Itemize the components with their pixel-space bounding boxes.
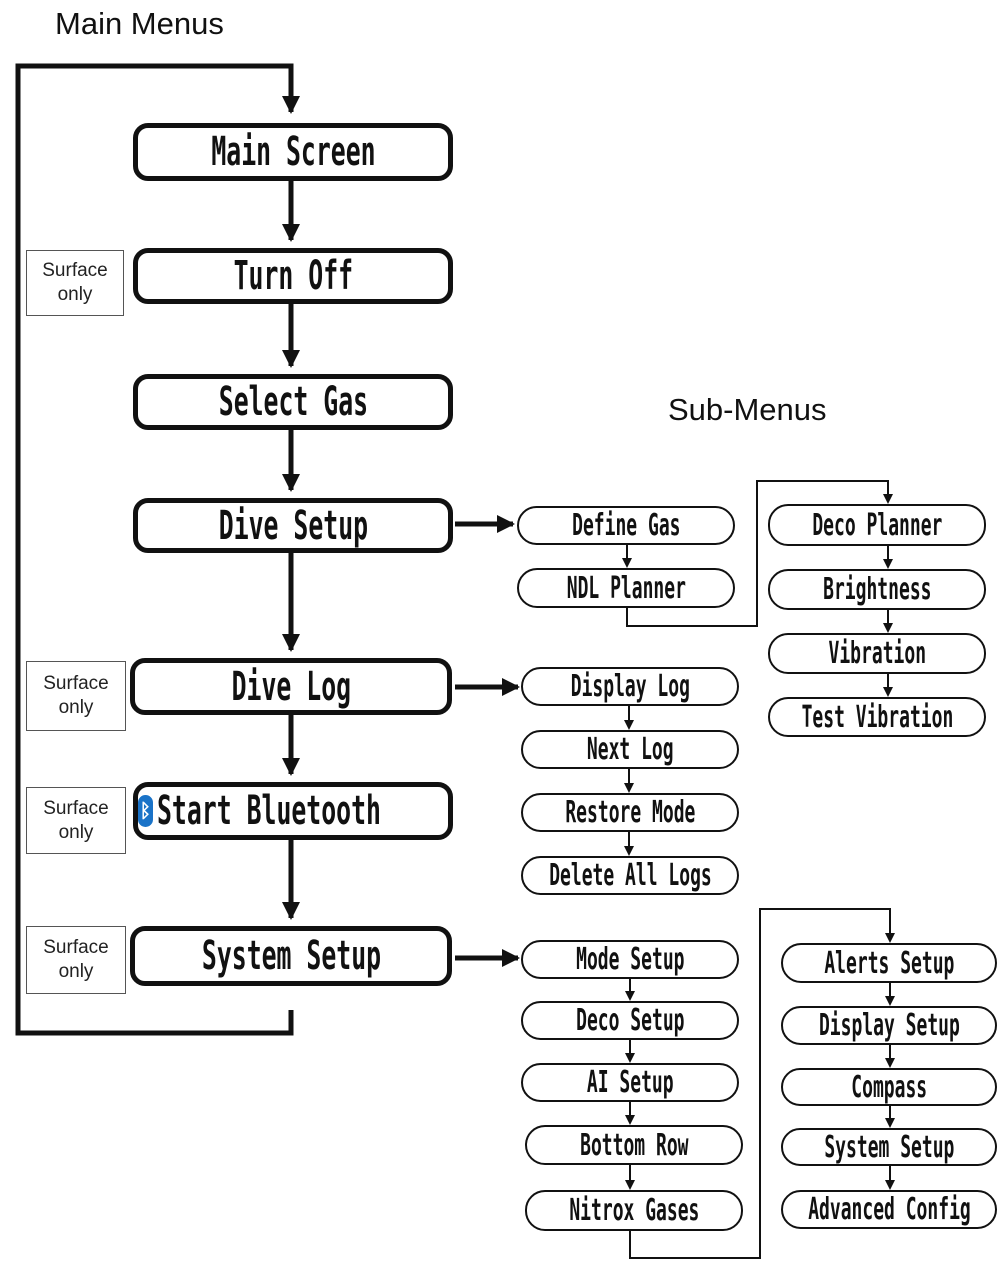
surface-only-note-system-setup: Surface only [26,926,126,994]
restore-mode-box: Restore Mode [521,793,739,832]
select-gas-label: Select Gas [218,379,368,425]
define-gas-box: Define Gas [517,506,735,545]
delete-all-logs-box: Delete All Logs [521,856,739,895]
restore-mode-label: Restore Mode [564,795,696,830]
nitrox-gases-box: Nitrox Gases [525,1190,743,1231]
system-setup-box: System Setup [130,926,452,986]
test-vibration-box: Test Vibration [768,697,986,737]
mode-setup-label: Mode Setup [575,942,685,977]
display-setup-box: Display Setup [781,1006,997,1045]
vibration-label: Vibration [828,636,926,671]
brightness-box: Brightness [768,569,986,610]
surface-only-note-bluetooth: Surface only [26,787,126,854]
display-setup-label: Display Setup [818,1008,960,1043]
select-gas-box: Select Gas [133,374,453,430]
main-screen-box: Main Screen [133,123,453,181]
bottom-row-box: Bottom Row [525,1125,743,1165]
main-screen-label: Main Screen [210,129,376,175]
surface-only-note-dive-log: Surface only [26,661,126,731]
ai-setup-box: AI Setup [521,1063,739,1102]
vibration-box: Vibration [768,633,986,674]
bluetooth-icon: ᛒ [138,795,153,827]
surface-only-label: Surface only [42,260,108,305]
surface-only-note-turn-off: Surface only [26,250,124,316]
deco-setup-box: Deco Setup [521,1001,739,1040]
ai-setup-label: AI Setup [586,1065,674,1100]
dive-setup-box: Dive Setup [133,498,453,553]
start-bluetooth-label: Start Bluetooth [156,788,381,834]
define-gas-label: Define Gas [571,508,681,543]
next-log-box: Next Log [521,730,739,769]
test-vibration-label: Test Vibration [801,699,953,735]
dive-log-box: Dive Log [130,658,452,715]
display-log-label: Display Log [570,669,690,704]
display-log-box: Display Log [521,667,739,706]
system-setup-sub-box: System Setup [781,1128,997,1166]
turn-off-box: Turn Off [133,248,453,304]
advanced-config-label: Advanced Config [807,1192,971,1227]
ndl-planner-box: NDL Planner [517,568,735,608]
deco-planner-box: Deco Planner [768,504,986,546]
mode-setup-box: Mode Setup [521,940,739,979]
dive-setup-sub-link [626,480,893,627]
main-loop-line [15,63,300,1036]
surface-only-label: Surface only [43,937,109,982]
surface-only-label: Surface only [43,797,109,843]
dive-setup-label: Dive Setup [218,502,368,549]
deco-setup-label: Deco Setup [575,1003,685,1038]
delete-all-logs-label: Delete All Logs [548,858,712,893]
alerts-setup-box: Alerts Setup [781,943,997,983]
next-log-label: Next Log [586,732,674,767]
deco-planner-label: Deco Planner [811,507,943,543]
bottom-row-label: Bottom Row [579,1127,689,1163]
sub-menus-heading: Sub-Menus [668,392,827,427]
advanced-config-box: Advanced Config [781,1190,997,1229]
surface-only-label: Surface only [43,673,109,718]
system-setup-sub-link [629,908,895,1259]
system-setup-sub-label: System Setup [823,1129,955,1165]
alerts-setup-label: Alerts Setup [823,945,955,981]
dive-log-label: Dive Log [231,663,351,710]
nitrox-gases-label: Nitrox Gases [568,1193,700,1228]
turn-off-label: Turn Off [233,253,353,299]
compass-label: Compass [851,1069,927,1105]
brightness-label: Brightness [822,572,932,607]
system-setup-label: System Setup [201,933,381,979]
compass-box: Compass [781,1068,997,1106]
ndl-planner-label: NDL Planner [566,570,686,606]
main-menus-heading: Main Menus [55,6,224,41]
